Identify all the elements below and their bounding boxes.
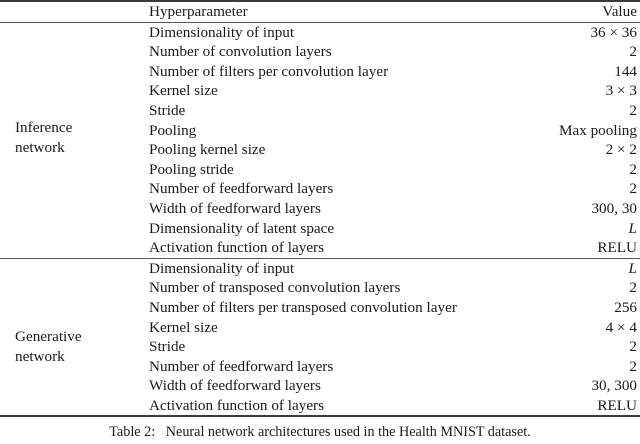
- row-group-cell: [0, 81, 147, 101]
- group-label-generative: Generative network: [15, 327, 82, 366]
- row-value-cell: 144: [614, 62, 637, 80]
- row-value-cell: 2: [629, 101, 637, 119]
- table-row: Number of convolution layers 2: [0, 42, 640, 62]
- table-caption: Table 2: Neural network architectures us…: [0, 424, 640, 441]
- value-math-variable: L: [628, 259, 637, 277]
- row-value-cell: 2: [629, 338, 637, 356]
- row-value-cell: 36 × 36: [590, 23, 637, 41]
- row-hyperparameter-cell: Number of convolution layers: [149, 43, 332, 61]
- table-row: Pooling kernel size 2 × 2: [0, 140, 640, 160]
- row-group-cell: [0, 259, 147, 279]
- row-hyperparameter-cell: Pooling: [149, 121, 197, 139]
- row-value-cell: Max pooling: [558, 121, 637, 139]
- row-hyperparameter-cell: Number of feedforward layers: [149, 180, 334, 198]
- row-group-cell: [0, 298, 147, 318]
- table-row: Number of filters per transposed convolu…: [0, 298, 640, 318]
- row-value-cell: 30, 300: [591, 377, 637, 395]
- table-row: Activation function of layers RELU: [0, 396, 640, 417]
- row-group-cell: [0, 238, 147, 258]
- row-hyperparameter-cell: Activation function of layers: [149, 396, 325, 414]
- row-value-cell: 2: [629, 160, 637, 178]
- row-group-cell: [0, 160, 147, 180]
- row-hyperparameter-cell: Dimensionality of latent space: [149, 219, 335, 237]
- row-value-cell: 300, 30: [591, 199, 637, 217]
- row-group-cell: [0, 23, 147, 43]
- row-value-cell: 4 × 4: [605, 318, 637, 336]
- table-row: Kernel size 3 × 3: [0, 81, 640, 101]
- row-hyperparameter-cell: Width of feedforward layers: [149, 377, 321, 395]
- row-hyperparameter-cell: Number of transposed convolution layers: [149, 279, 401, 297]
- row-group-cell: [0, 376, 147, 396]
- group-label-generative-line1: Generative: [15, 328, 82, 345]
- column-header-value: Value: [602, 3, 637, 20]
- table-row: Width of feedforward layers 300, 30: [0, 199, 640, 219]
- row-value-cell: 2: [629, 357, 637, 375]
- row-value-cell: RELU: [597, 396, 637, 414]
- table-row: Stride 2: [0, 337, 640, 357]
- row-group-cell: [0, 62, 147, 82]
- row-hyperparameter-cell: Activation function of layers: [149, 239, 325, 257]
- row-hyperparameter-cell: Number of filters per convolution layer: [149, 62, 389, 80]
- table-container: Hyperparameter Value Dimensionality of in…: [0, 0, 640, 419]
- table-row: Dimensionality of latent space L: [0, 219, 640, 239]
- row-group-cell: [0, 278, 147, 298]
- header-separator-rule: [0, 21, 640, 23]
- caption-label: Table 2:: [109, 424, 156, 440]
- row-hyperparameter-cell: Dimensionality of input: [149, 23, 295, 41]
- row-hyperparameter-cell: Kernel size: [149, 82, 218, 100]
- group-label-generative-line2: network: [15, 347, 65, 365]
- row-hyperparameter-cell: Pooling kernel size: [149, 141, 266, 159]
- group-label-inference: Inference network: [15, 118, 72, 157]
- horizontal-rule: [0, 257, 640, 259]
- row-value-cell: 2: [629, 43, 637, 61]
- row-value-cell: L: [497, 219, 640, 239]
- table-row: Number of filters per convolution layer 1…: [0, 62, 640, 82]
- row-hyperparameter-cell: Stride: [149, 101, 186, 119]
- table-row: Number of feedforward layers 2: [0, 179, 640, 199]
- section-separator-rule: [0, 257, 640, 259]
- row-group-cell: [0, 219, 147, 239]
- row-value-cell: RELU: [597, 239, 637, 257]
- table-row: Kernel size 4 × 4: [0, 318, 640, 338]
- hyperparameter-table: Hyperparameter Value Dimensionality of in…: [0, 0, 640, 419]
- table-row: Activation function of layers RELU: [0, 238, 640, 258]
- table-row: Pooling stride 2: [0, 160, 640, 180]
- row-group-cell: [0, 179, 147, 199]
- row-value-cell: 3 × 3: [605, 82, 637, 100]
- group-label-inference-line2: network: [15, 138, 65, 156]
- group-label-inference-line1: Inference: [15, 119, 73, 136]
- row-hyperparameter-cell: Pooling stride: [149, 160, 234, 178]
- table-row: Dimensionality of input L: [0, 259, 640, 279]
- column-header-group: [0, 2, 147, 22]
- row-group-cell: [0, 42, 147, 62]
- row-hyperparameter-cell: Number of filters per transposed convolu…: [149, 298, 457, 316]
- table-body: Hyperparameter Value Dimensionality of in…: [0, 0, 640, 419]
- horizontal-rule: [0, 415, 640, 419]
- caption-text: Neural network architectures used in the…: [165, 424, 531, 440]
- row-value-cell: 256: [614, 298, 637, 316]
- table-header-row: Hyperparameter Value: [0, 2, 640, 22]
- row-group-cell: [0, 199, 147, 219]
- row-hyperparameter-cell: Width of feedforward layers: [149, 199, 321, 217]
- value-math-variable: L: [628, 219, 637, 237]
- row-value-cell: L: [497, 259, 640, 279]
- row-hyperparameter-cell: Stride: [149, 338, 186, 356]
- row-hyperparameter-cell: Dimensionality of input: [149, 259, 295, 277]
- table-row: Dimensionality of input 36 × 36: [0, 23, 640, 43]
- row-value-cell: 2 × 2: [605, 141, 637, 159]
- horizontal-rule: [0, 21, 640, 23]
- row-group-cell: [0, 396, 147, 417]
- table-bottom-rule: [0, 415, 640, 419]
- table-row: Width of feedforward layers 30, 300: [0, 376, 640, 396]
- table-row: Pooling Max pooling: [0, 121, 640, 141]
- table-row: Stride 2: [0, 101, 640, 121]
- row-value-cell: 2: [629, 279, 637, 297]
- table-row: Number of feedforward layers 2: [0, 357, 640, 377]
- table-row: Number of transposed convolution layers 2: [0, 278, 640, 298]
- row-hyperparameter-cell: Number of feedforward layers: [149, 357, 334, 375]
- row-value-cell: 2: [629, 180, 637, 198]
- row-hyperparameter-cell: Kernel size: [149, 318, 218, 336]
- column-header-hyperparameter: Hyperparameter: [149, 3, 248, 20]
